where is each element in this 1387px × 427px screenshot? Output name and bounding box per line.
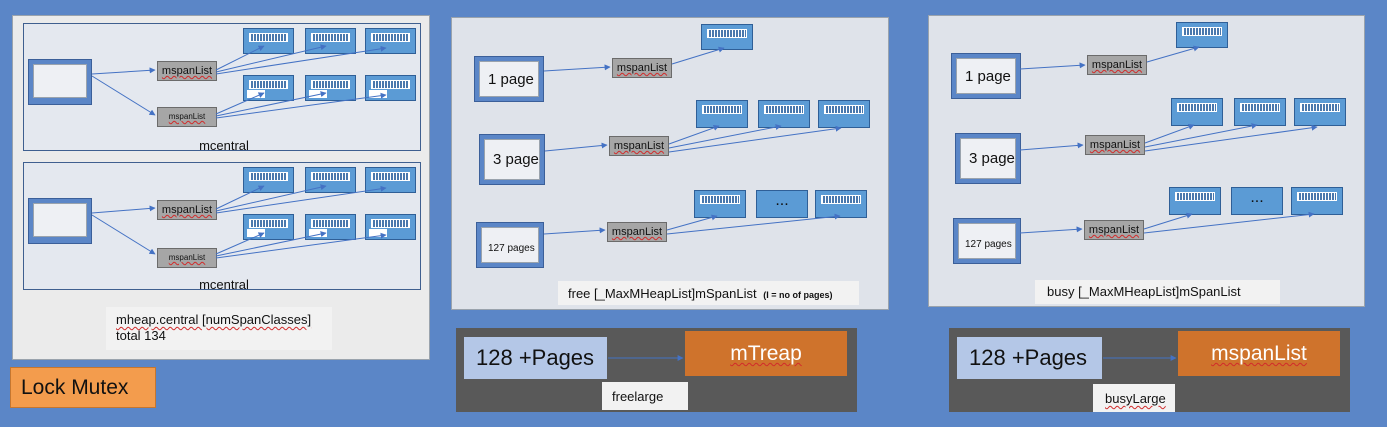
mspan-block: [365, 75, 416, 101]
mtreap-box: mTreap: [685, 331, 847, 376]
mspan-block: [305, 167, 356, 193]
free-panel: 1 page mspanList 3 page mspanList 127 pa…: [451, 17, 889, 310]
mspanlist-box: mspanList: [157, 200, 217, 220]
ellipsis-block: ...: [756, 190, 808, 218]
mspan-block: [694, 190, 746, 218]
mspanlist-large-box: mspanList: [1178, 331, 1340, 376]
mspan-block: [243, 214, 294, 240]
mspan-block: [243, 75, 294, 101]
page-size-box: 1 page: [951, 53, 1021, 99]
mcentral-source-2: [28, 198, 92, 244]
mspan-block: [1171, 98, 1223, 126]
mcentral-panel: mspanList mspanList mcentral mspanList m…: [12, 15, 430, 360]
free-list-caption: free [_MaxMHeapList]mSpanList (I = no of…: [558, 281, 859, 305]
large-pages-box: 128 +Pages: [957, 337, 1102, 379]
mspan-block: [365, 214, 416, 240]
busy-panel: 1 page mspanList 3 page mspanList 127 pa…: [928, 15, 1365, 307]
page-size-box: 3 page: [479, 134, 545, 185]
mspanlist-box: mspanList: [607, 222, 667, 242]
mspanlist-box: mspanList: [157, 107, 217, 127]
mspanlist-box: mspanList: [1084, 220, 1144, 240]
mspan-block: [365, 28, 416, 54]
mspan-block: [305, 214, 356, 240]
mcentral-source-1: [28, 59, 92, 105]
mspanlist-box: mspanList: [1087, 55, 1147, 75]
mheap-central-caption: mheap.central [numSpanClasses] total 134: [106, 307, 332, 350]
mspan-block: [1234, 98, 1286, 126]
mspanlist-box: mspanList: [157, 248, 217, 268]
mcentral-section-2: mspanList mspanList mcentral: [23, 162, 421, 292]
mcentral-label: mcentral: [199, 277, 249, 292]
mspanlist-box: mspanList: [609, 136, 669, 156]
lock-mutex-label: Lock Mutex: [10, 367, 156, 408]
mspanlist-box: mspanList: [157, 61, 217, 81]
ellipsis-block: ...: [1231, 187, 1283, 215]
page-size-box: 127 pages: [476, 222, 544, 268]
page-size-box: 1 page: [474, 56, 544, 102]
mspanlist-box: mspanList: [1085, 135, 1145, 155]
mspan-block: [1294, 98, 1346, 126]
freelarge-panel: 128 +Pages mTreap freelarge: [456, 328, 857, 412]
mspan-block: [243, 28, 294, 54]
page-size-box: 3 page: [955, 133, 1021, 184]
mspan-block: [305, 28, 356, 54]
mspan-block: [815, 190, 867, 218]
busy-list-caption: busy [_MaxMHeapList]mSpanList: [1035, 280, 1280, 304]
mspan-block: [701, 24, 753, 50]
mcentral-section-1: mspanList mspanList mcentral: [23, 23, 421, 153]
mspan-block: [243, 167, 294, 193]
page-size-box: 127 pages: [953, 218, 1021, 264]
mspanlist-box: mspanList: [612, 58, 672, 78]
busylarge-panel: 128 +Pages mspanList busyLarge: [949, 328, 1350, 412]
mspan-block: [305, 75, 356, 101]
mcentral-label: mcentral: [199, 138, 249, 153]
mspan-block: [818, 100, 870, 128]
busylarge-caption: busyLarge: [1093, 384, 1175, 412]
freelarge-caption: freelarge: [602, 382, 688, 410]
mspan-block: [1291, 187, 1343, 215]
mspan-block: [758, 100, 810, 128]
large-pages-box: 128 +Pages: [464, 337, 607, 379]
mspan-block: [365, 167, 416, 193]
mspan-block: [1169, 187, 1221, 215]
mspan-block: [696, 100, 748, 128]
mspan-block: [1176, 22, 1228, 48]
